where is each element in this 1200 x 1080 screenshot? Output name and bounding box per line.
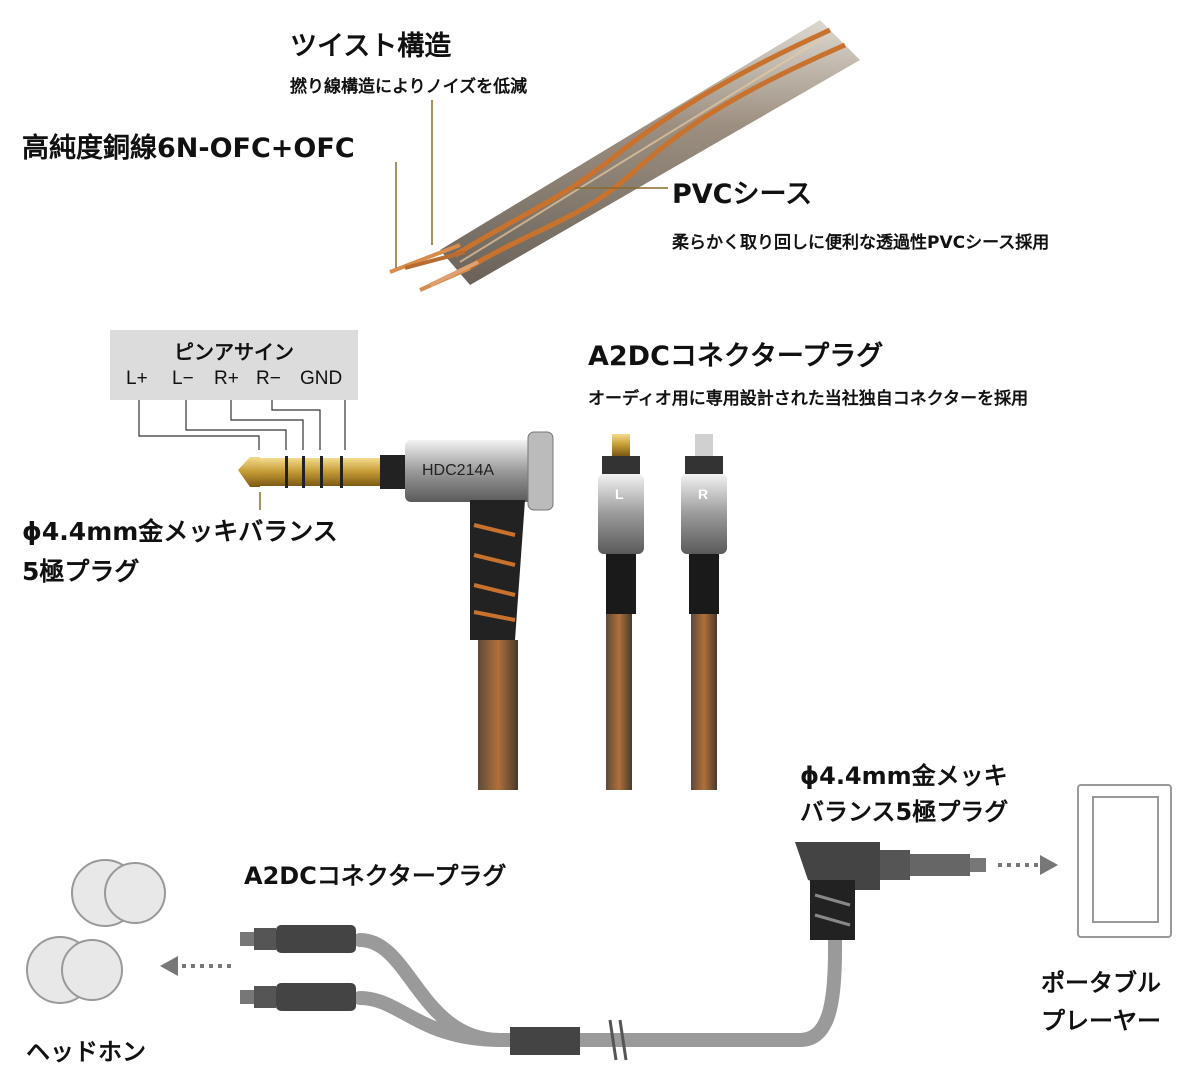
pin-assign-title: ピンアサイン <box>174 340 294 364</box>
usage-cable <box>353 883 842 1047</box>
pin-label: L+ <box>126 368 148 389</box>
conductor-title: 高純度銅線6N-OFC+OFC <box>22 133 355 164</box>
twisted-cable-top <box>389 20 860 292</box>
model-name: HDC214A <box>422 462 495 479</box>
pin-lines <box>138 395 346 450</box>
plug-title-line1: ϕ4.4mm金メッキバランス <box>22 517 338 546</box>
right-mark: R <box>698 486 709 502</box>
headphone-icon <box>26 859 166 1004</box>
pin-label: R+ <box>214 368 239 389</box>
balanced-plug-4-4mm <box>238 431 554 790</box>
portable-player-icon <box>1077 784 1172 938</box>
left-mark: L <box>615 486 624 502</box>
usage-connector-label: A2DCコネクタープラグ <box>244 862 507 890</box>
twist-desc: 撚り線構造によりノイズを低減 <box>290 77 528 97</box>
sheath-title: PVCシース <box>672 179 813 210</box>
sheath-desc: 柔らかく取り回しに便利な透過性PVCシース採用 <box>672 233 1050 253</box>
usage-plug-label-line2: バランス5極プラグ <box>800 798 1009 826</box>
pin-assign-box: ピンアサイン L+ L− R+ R− GND <box>110 330 358 400</box>
player-label-line1: ポータブル <box>1041 969 1161 997</box>
twist-title: ツイスト構造 <box>290 31 452 62</box>
a2dc-connector-right <box>681 434 727 790</box>
arrow-to-player <box>998 855 1058 875</box>
pin-label: R− <box>256 368 281 389</box>
pin-label: GND <box>300 368 343 389</box>
usage-plug-label-line1: ϕ4.4mm金メッキ <box>800 762 1008 790</box>
leader-lines <box>395 100 668 268</box>
connector-desc: オーディオ用に専用設計された当社独自コネクターを採用 <box>588 389 1029 409</box>
arrow-to-headphone <box>160 956 236 976</box>
a2dc-connector-left <box>598 434 644 790</box>
plug-title-line2: 5極プラグ <box>22 557 140 586</box>
usage-plug-right <box>795 842 986 940</box>
connector-title: A2DCコネクタープラグ <box>588 341 884 372</box>
usage-plug-left <box>240 925 628 1061</box>
headphone-label: ヘッドホン <box>26 1038 146 1066</box>
pin-label: L− <box>172 368 194 389</box>
player-label-line2: プレーヤー <box>1041 1007 1161 1035</box>
